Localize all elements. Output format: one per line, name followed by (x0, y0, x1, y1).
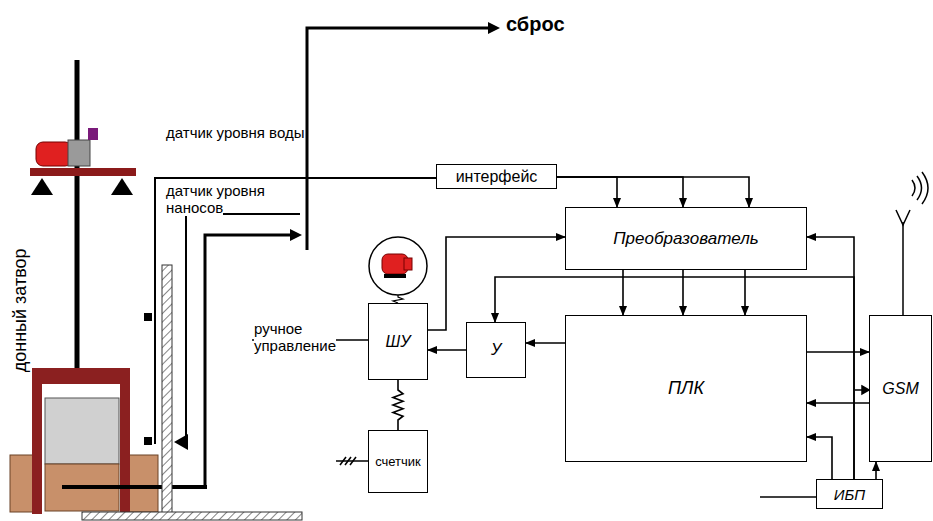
bottom-gate (10, 368, 207, 514)
gate-drive (30, 60, 136, 372)
label-text: датчик уровня наносов (166, 182, 265, 216)
meter-box: счетчик (368, 430, 428, 493)
label-text: сброс (506, 13, 565, 35)
sensor-wires (144, 178, 436, 450)
interface-box: интерфейс (436, 164, 557, 189)
sediment-sensor-label: датчик уровня наносов (166, 182, 316, 217)
signal-arrow (526, 342, 565, 344)
signal-arrow (495, 277, 854, 479)
label-text: ручное управление (254, 320, 336, 354)
box-label: У (491, 341, 501, 359)
manual-control-label: ручное управление (254, 320, 364, 355)
box-label: Преобразователь (613, 229, 758, 249)
label-text: донный затвор (10, 248, 30, 372)
gsm-box: GSM (869, 315, 932, 462)
water-sensor-label: датчик уровня воды (166, 124, 306, 141)
amplifier-box: У (466, 322, 526, 378)
box-label: GSM (882, 380, 918, 398)
control-cabinet-box: ШУ (368, 303, 428, 380)
signal-arrow (807, 237, 854, 479)
box-label: счетчик (375, 454, 421, 469)
gate-title: донный затвор (10, 230, 31, 390)
label-text: датчик уровня воды (166, 124, 304, 141)
converter-box: Преобразователь (565, 207, 807, 270)
signal-arrow (557, 177, 749, 207)
signal-arrow (807, 351, 869, 353)
signal-arrow (557, 177, 617, 207)
signal-arrow (875, 462, 877, 479)
box-label: ПЛК (668, 378, 704, 399)
box-label: ИБП (834, 486, 865, 503)
plc-box: ПЛК (565, 315, 807, 462)
signal-arrow (807, 402, 869, 404)
signal-arrow (428, 349, 466, 351)
signal-arrow (428, 237, 565, 330)
discharge-pipe (205, 22, 500, 487)
motor-symbol (369, 237, 427, 303)
discharge-label: сброс (506, 13, 586, 36)
antenna (896, 172, 928, 315)
box-label: интерфейс (456, 168, 538, 186)
signal-arrow (557, 177, 683, 207)
spring-connector (393, 380, 403, 430)
box-label: ШУ (386, 333, 411, 351)
channel-wall (82, 265, 302, 520)
ups-box: ИБП (816, 479, 883, 509)
signal-arrow (807, 437, 832, 479)
